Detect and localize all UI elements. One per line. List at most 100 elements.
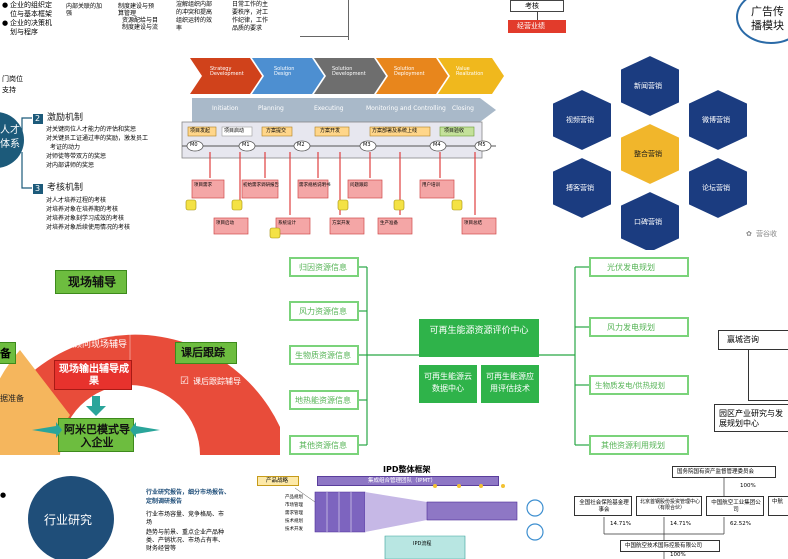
coaching-top-box: 现场辅导 bbox=[55, 270, 127, 294]
phase-label: Solution Deployment bbox=[394, 66, 425, 77]
text-line: 财务经营等 bbox=[146, 545, 177, 552]
milestone-label: M1 bbox=[242, 142, 250, 148]
text-line: 强 bbox=[66, 10, 73, 17]
text-line: 行业市场容量、竞争格局、市 bbox=[146, 511, 225, 518]
share-percentage: 100% bbox=[670, 552, 686, 558]
plan-box: 风力发电规划 bbox=[589, 317, 689, 337]
tile-talent-mechanisms: 门岗位 支持 人才 体系 2 激励机制 对关键岗位人才能力的评估和奖惩 对关键员… bbox=[0, 60, 180, 245]
research-circle bbox=[28, 476, 114, 559]
center-box: 可再生能源资源评价中心 bbox=[419, 319, 539, 357]
bullet-icon: ● bbox=[0, 491, 7, 499]
strategy-label-box: 产品战略 bbox=[257, 476, 299, 486]
assessment-box: 考核 bbox=[510, 0, 564, 12]
hex-center-label: 整合营销 bbox=[634, 150, 662, 158]
text-line: 位与基本框架 bbox=[10, 10, 52, 18]
amoeba-bottom-box: 阿米巴模式导入企业 bbox=[58, 418, 134, 452]
phase-label: Value Realization bbox=[456, 66, 484, 77]
bullet-icon: ● bbox=[2, 1, 9, 9]
arrow-down bbox=[537, 12, 538, 21]
output-label: 生产准备 bbox=[380, 221, 398, 226]
hex-label: 视频营销 bbox=[566, 116, 594, 124]
tile-assessment-flow: 考核 经营业绩 bbox=[300, 0, 600, 40]
list-item: 对人才培养过程的考核 bbox=[46, 197, 107, 204]
list-item: 现场培训 bbox=[73, 306, 110, 316]
text-line: 算管理 bbox=[118, 10, 137, 17]
strategy-item: 技术开发 bbox=[285, 527, 303, 532]
plan-box: 光伏发电规划 bbox=[589, 257, 689, 277]
output-label: 问题跟踪 bbox=[350, 183, 368, 188]
text-line: 类、产销状况、市场占有率、 bbox=[146, 537, 225, 544]
tile-ownership-structure: 国务院国有资产监督管理委员会 100% 全国社会保险基金理事会 北京首钢股份投资… bbox=[560, 462, 788, 559]
list-item: 对师徒等带双方的奖惩 bbox=[46, 153, 107, 160]
text-line: 支持 bbox=[2, 86, 16, 94]
text-line: 内部关联的加 bbox=[66, 3, 103, 10]
tile-amoeba-coaching: 现场辅导 ☑ 现场培训 ☑ 课中练习 ☑ 顾问现场辅导 现场输出辅导成果 课后跟… bbox=[0, 250, 280, 455]
research-circle-label: 行业研究 bbox=[44, 513, 93, 527]
milestone-label: M0 bbox=[190, 142, 198, 148]
text-line: 作纪律，工作 bbox=[232, 17, 269, 24]
source-box: 其他资源信息 bbox=[289, 435, 359, 455]
hex-label: 论坛营销 bbox=[702, 184, 730, 192]
coaching-output-box: 现场输出辅导成果 bbox=[54, 360, 132, 390]
list-item: 对培养对象刻学习成效的考核 bbox=[46, 215, 125, 222]
ipmt-header: 集成组合管理团队（IPMT） bbox=[317, 476, 499, 486]
hexagon-cluster bbox=[551, 55, 749, 250]
shareholder-box: 北京首钢股份投资管理中心（有限合伙） bbox=[636, 496, 702, 516]
task-label: 方案提交 bbox=[266, 128, 287, 134]
section-title: 考核机制 bbox=[47, 183, 84, 193]
consulting-box: 赢城咨询 bbox=[718, 330, 788, 350]
output-label: 方案开发 bbox=[332, 221, 350, 226]
output-label: 系统设计 bbox=[278, 221, 296, 226]
milestone-label: M4 bbox=[433, 142, 441, 148]
text-line: 企业的组织定 bbox=[10, 1, 52, 9]
checkbox-icon: ☑ bbox=[180, 376, 189, 387]
task-label: 方案开发 bbox=[320, 128, 341, 134]
list-item: 据准备 bbox=[0, 394, 24, 403]
output-label: 项目需求 bbox=[194, 183, 212, 188]
milestone-label: M2 bbox=[297, 142, 305, 148]
output-label: 项目启动 bbox=[216, 221, 234, 226]
checkbox-icon: ☑ bbox=[60, 323, 69, 334]
text-line: 划与程序 bbox=[10, 28, 38, 36]
list-item: 对关键员工证通过率的奖励，激发员工 bbox=[46, 135, 149, 142]
connector-line bbox=[748, 350, 749, 400]
list-item: 对内部讲师的奖惩 bbox=[46, 162, 95, 169]
connector-lines bbox=[359, 266, 589, 446]
performance-box: 经营业绩 bbox=[508, 20, 566, 33]
research-center-box: 园区产业研究与发展规划中心 bbox=[714, 404, 788, 432]
top-entity-box: 国务院国有资产监督管理委员会 bbox=[672, 466, 776, 478]
bullet-icon: ● bbox=[2, 19, 9, 27]
text-line: 资源配给与目 bbox=[122, 17, 159, 24]
stage-label: Initiation bbox=[212, 105, 239, 112]
text-line: 企业的决策机 bbox=[10, 19, 52, 27]
text-line: 行业研究报告，细分市场报告、 bbox=[146, 489, 231, 496]
text-line: 的冲突和提高 bbox=[176, 9, 213, 16]
share-percentage: 14.71% bbox=[670, 521, 691, 527]
stage-label: Closing bbox=[452, 105, 474, 112]
task-label: 项目启动 bbox=[224, 128, 245, 134]
wechat-icon: ✿ bbox=[746, 230, 752, 238]
ipd-process-label: IPD流程 bbox=[413, 541, 432, 547]
arrows bbox=[32, 396, 160, 438]
hex-label: 搏客营销 bbox=[566, 184, 594, 192]
tile-consulting-org: 赢城咨询 园区产业研究与发展规划中心 bbox=[708, 260, 788, 450]
text-line: 日常工作的主 bbox=[232, 1, 269, 8]
stage-label: Monitoring and Controlling bbox=[366, 105, 446, 112]
text-line: 门岗位 bbox=[2, 75, 23, 83]
source-box: 风力资源信息 bbox=[289, 301, 359, 321]
source-box: 生物质资源信息 bbox=[289, 345, 359, 365]
output-label: 初始需求调研报告 bbox=[243, 183, 279, 188]
tile-ipd-framework: IPD整体框架 集成组合管理团队（IPMT） 产品战略 产品规划 市场管理 需求… bbox=[255, 462, 555, 559]
plan-box: 其他资源利用规划 bbox=[589, 435, 689, 455]
checkbox-icon: ☑ bbox=[60, 340, 69, 351]
tile-project-lifecycle: Strategy Development Solution Design Sol… bbox=[180, 50, 510, 250]
list-item: 课中练习 bbox=[73, 323, 110, 333]
holding-company-box: 中国航空技术国际控股有限公司 bbox=[620, 540, 720, 552]
ipd-title: IPD整体框架 bbox=[383, 465, 431, 474]
checkbox-icon: ☑ bbox=[60, 306, 69, 317]
output-label: 项目总结 bbox=[464, 221, 482, 226]
strategy-item: 产品规划 bbox=[285, 495, 303, 500]
stage-label: Executing bbox=[314, 105, 344, 112]
strategy-item: 市场管理 bbox=[285, 503, 303, 508]
tile-industry-research: ● 行业研究 行业研究报告，细分市场报告、 定制调研报告 行业市场容量、竞争格局… bbox=[0, 462, 255, 559]
